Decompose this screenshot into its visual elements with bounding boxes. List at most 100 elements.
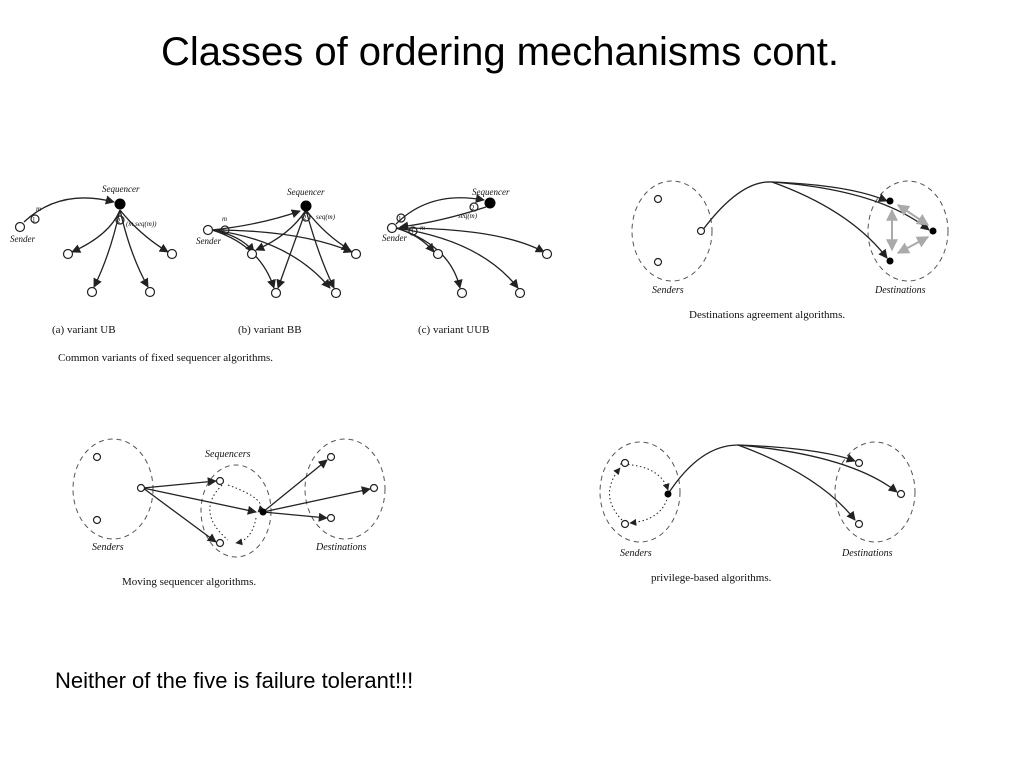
destination-node (330, 287, 342, 299)
arrow-seq-to-dest (305, 209, 335, 289)
arrow-seq-to-dest (255, 209, 307, 251)
senders-label: Senders (652, 285, 684, 296)
destination-node (929, 227, 937, 235)
destination-node (854, 519, 864, 529)
destinations-label: Destinations (841, 548, 893, 559)
arrow-to-destination (771, 181, 888, 202)
token-circulation (609, 467, 623, 521)
step-three-number: 3 (410, 228, 414, 236)
arrow-seq-to-dest (71, 209, 121, 253)
sequencer-node (114, 198, 126, 210)
arrow-sender-to-sequencer (23, 195, 115, 223)
sender-node (620, 458, 630, 468)
arrow-to-destination (737, 444, 898, 493)
sequencer-label: Sequencer (287, 187, 325, 197)
destination-node (541, 248, 553, 260)
sequencer-node (259, 508, 267, 516)
arrow-sender-broadcast (395, 227, 519, 289)
step-one-badge (30, 214, 40, 224)
destination-node (432, 248, 444, 260)
step-two-number: 2 (471, 204, 475, 212)
arrow-to-destination (262, 486, 371, 513)
sender-node (92, 515, 102, 525)
step-one-number: 1 (222, 227, 226, 235)
moving-sequencer-caption: Moving sequencer algorithms. (122, 576, 256, 588)
arrow-sender-to-sequencer (142, 487, 257, 515)
token-circulation (209, 484, 229, 541)
sender-node (664, 490, 672, 498)
arrow-sender-broadcast (211, 229, 353, 254)
arrow-to-destination (262, 511, 328, 522)
sender-label: Sender (10, 234, 35, 244)
sequencer-label: Sequencer (472, 187, 510, 197)
destination-node (456, 287, 468, 299)
step-one-number: 1 (398, 215, 402, 223)
senders-label: Senders (92, 542, 124, 553)
arrow-to-destination (737, 444, 856, 463)
arrow-seq-to-dest (93, 209, 121, 288)
sequencer-node (215, 538, 225, 548)
senders-label: Senders (620, 548, 652, 559)
agreement-arrow (897, 204, 929, 226)
sender-label: Sender (196, 236, 221, 246)
sender-node (14, 221, 26, 233)
sender-node (620, 519, 630, 529)
sequencer-label: Sequencer (102, 184, 140, 194)
variant-caption: (c) variant UUB (418, 324, 489, 336)
senders-group (72, 438, 154, 540)
token-circulation (227, 484, 265, 513)
arrow-sender-broadcast (211, 229, 276, 289)
arrow-sender-to-sequencer (211, 209, 301, 231)
step-one-number: 1 (32, 216, 36, 224)
step-two-number: 2 (117, 217, 121, 225)
sequencers-label: Sequencers (205, 449, 251, 460)
sender-node (386, 222, 398, 234)
arrow-seq-to-dest (305, 209, 351, 251)
senders-group (631, 180, 713, 282)
token-circulation (235, 517, 257, 546)
sequencer-node (484, 197, 496, 209)
diagram-privilege-based: Senders Destinations privilege-based alg… (599, 441, 916, 584)
sender-node (92, 452, 102, 462)
destinations-group (867, 180, 949, 282)
diagram-moving-sequencer: Sequencers Senders Destinations Moving s… (72, 438, 386, 588)
arrow-sequencer-to-sender (399, 206, 487, 231)
destination-node (326, 452, 336, 462)
sender-label: Sender (382, 233, 407, 243)
fixed-sequencer-caption: Common variants of fixed sequencer algor… (58, 352, 273, 364)
variant-caption: (b) variant BB (238, 324, 302, 336)
privilege-based-caption: privilege-based algorithms. (651, 572, 772, 584)
destination-node (166, 248, 178, 260)
destinations-group (304, 438, 386, 540)
sender-node (136, 483, 146, 493)
destinations-agreement-caption: Destinations agreement algorithms. (689, 309, 845, 321)
senders-group (599, 441, 681, 543)
destination-node (896, 489, 906, 499)
destination-node (854, 458, 864, 468)
message-path (667, 444, 739, 495)
destination-node (886, 197, 894, 205)
destination-node (62, 248, 74, 260)
arrow-sender-to-sequencer (395, 194, 485, 225)
destination-node (86, 286, 98, 298)
failure-tolerance-note: Neither of the five is failure tolerant!… (55, 668, 414, 693)
diagram-variant-uub: Sequencer Sender m seq(m) 1 2 3 (c) vari… (382, 187, 553, 336)
arrow-sender-broadcast (211, 229, 331, 289)
sender-node (202, 224, 214, 236)
token-circulation (629, 495, 669, 526)
diagram-destinations-agreement: Senders Destinations Destinations agreem… (631, 180, 949, 321)
destination-node (270, 287, 282, 299)
sequencers-group (200, 464, 272, 558)
arrow-sender-broadcast (395, 227, 545, 253)
token-circulation (619, 463, 670, 491)
sender-node (653, 257, 663, 267)
arrow-to-destination (771, 181, 888, 259)
destination-node (326, 513, 336, 523)
message-label: m (36, 205, 41, 213)
slide-title: Classes of ordering mechanisms cont. (160, 30, 840, 74)
step-two-number: 2 (303, 214, 307, 222)
destination-node (350, 248, 362, 260)
arrow-sender-to-sequencer (142, 477, 217, 489)
arrow-seq-to-dest (276, 209, 307, 289)
arrow-sender-to-sequencer (142, 487, 217, 543)
